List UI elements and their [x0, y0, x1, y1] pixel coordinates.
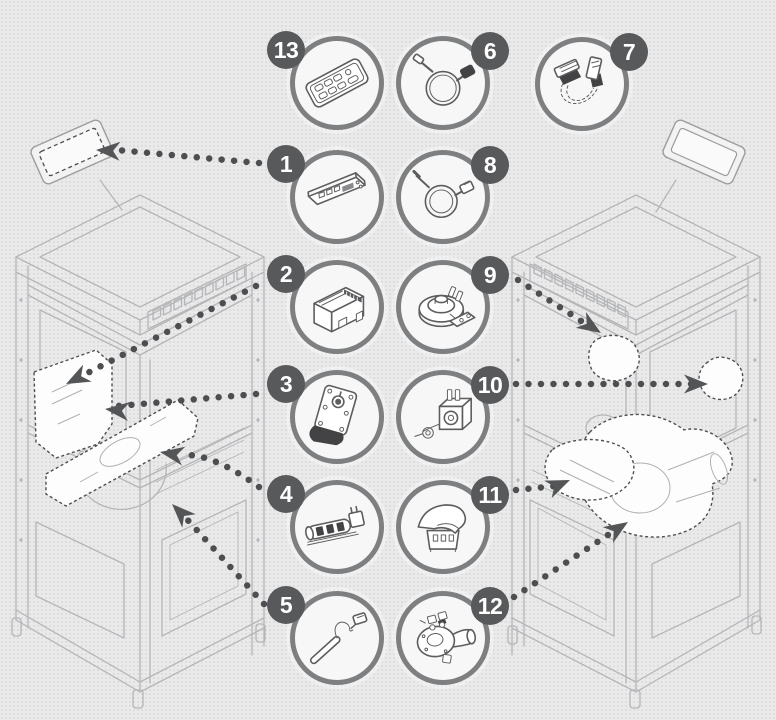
remote-control-icon [305, 58, 369, 108]
part-callout-1[interactable]: 1 [267, 145, 384, 244]
stove-right-bolts [516, 298, 757, 482]
stove-right-highlight-pressure-switch [588, 334, 640, 382]
part-number-badge: 1 [267, 145, 305, 183]
control-board-icon [313, 286, 365, 333]
part-number-badge: 3 [267, 365, 305, 403]
part-number-badge: 13 [267, 31, 305, 69]
gear-motor-icon [309, 384, 358, 446]
part-callout-12[interactable]: 12 [396, 587, 509, 685]
thermostat-icon [414, 389, 472, 439]
stove-left-bolts [19, 298, 260, 542]
part-number-badge: 10 [471, 366, 509, 404]
part-callout-13[interactable]: 13 [267, 31, 384, 130]
stove-left-highlight-auger-assembly [45, 399, 199, 507]
part-number-badge: 5 [267, 586, 305, 624]
stove-right-rear-view [507, 179, 762, 709]
part-callout-11[interactable]: 11 [396, 476, 509, 574]
burn-pot-icon [417, 504, 467, 553]
pressure-switch-icon [418, 286, 476, 328]
part-number-badge: 2 [267, 255, 305, 293]
part-callout-5[interactable]: 5 [267, 586, 384, 685]
part-callout-2[interactable]: 2 [267, 255, 384, 354]
part-number-badge: 9 [471, 256, 509, 294]
part-number-badge: 7 [610, 33, 648, 71]
part-callout-6[interactable]: 6 [396, 32, 509, 130]
part-callout-10[interactable]: 10 [396, 366, 509, 464]
part-number-badge: 6 [471, 32, 509, 70]
cable-loop-sensor-icon [412, 53, 476, 106]
coiled-probe-cable-icon [412, 169, 475, 219]
part-number-badge: 12 [471, 587, 509, 625]
igniter-element-icon [305, 505, 365, 546]
stove-right-display-panel [662, 119, 746, 185]
stove-left-display-panel [30, 119, 114, 185]
part-number-badge: 4 [267, 475, 305, 513]
part-callout-3[interactable]: 3 [267, 365, 384, 464]
ribbon-cable-icon [553, 56, 604, 104]
control-panel-icon [307, 172, 366, 206]
callout-connector-lines [70, 145, 702, 608]
part-callout-8[interactable]: 8 [396, 146, 509, 244]
part-callout-7[interactable]: 7 [535, 33, 648, 131]
part-callout-9[interactable]: 9 [396, 256, 509, 354]
part-callout-4[interactable]: 4 [267, 475, 384, 574]
stove-right-highlight-thermostat-mount [698, 356, 744, 401]
exhaust-fan-icon [416, 611, 477, 664]
part-number-badge: 8 [471, 146, 509, 184]
stove-right-highlight-burn-pot [544, 438, 635, 501]
temperature-probe-icon [309, 612, 368, 665]
part-number-badge: 11 [471, 476, 509, 514]
